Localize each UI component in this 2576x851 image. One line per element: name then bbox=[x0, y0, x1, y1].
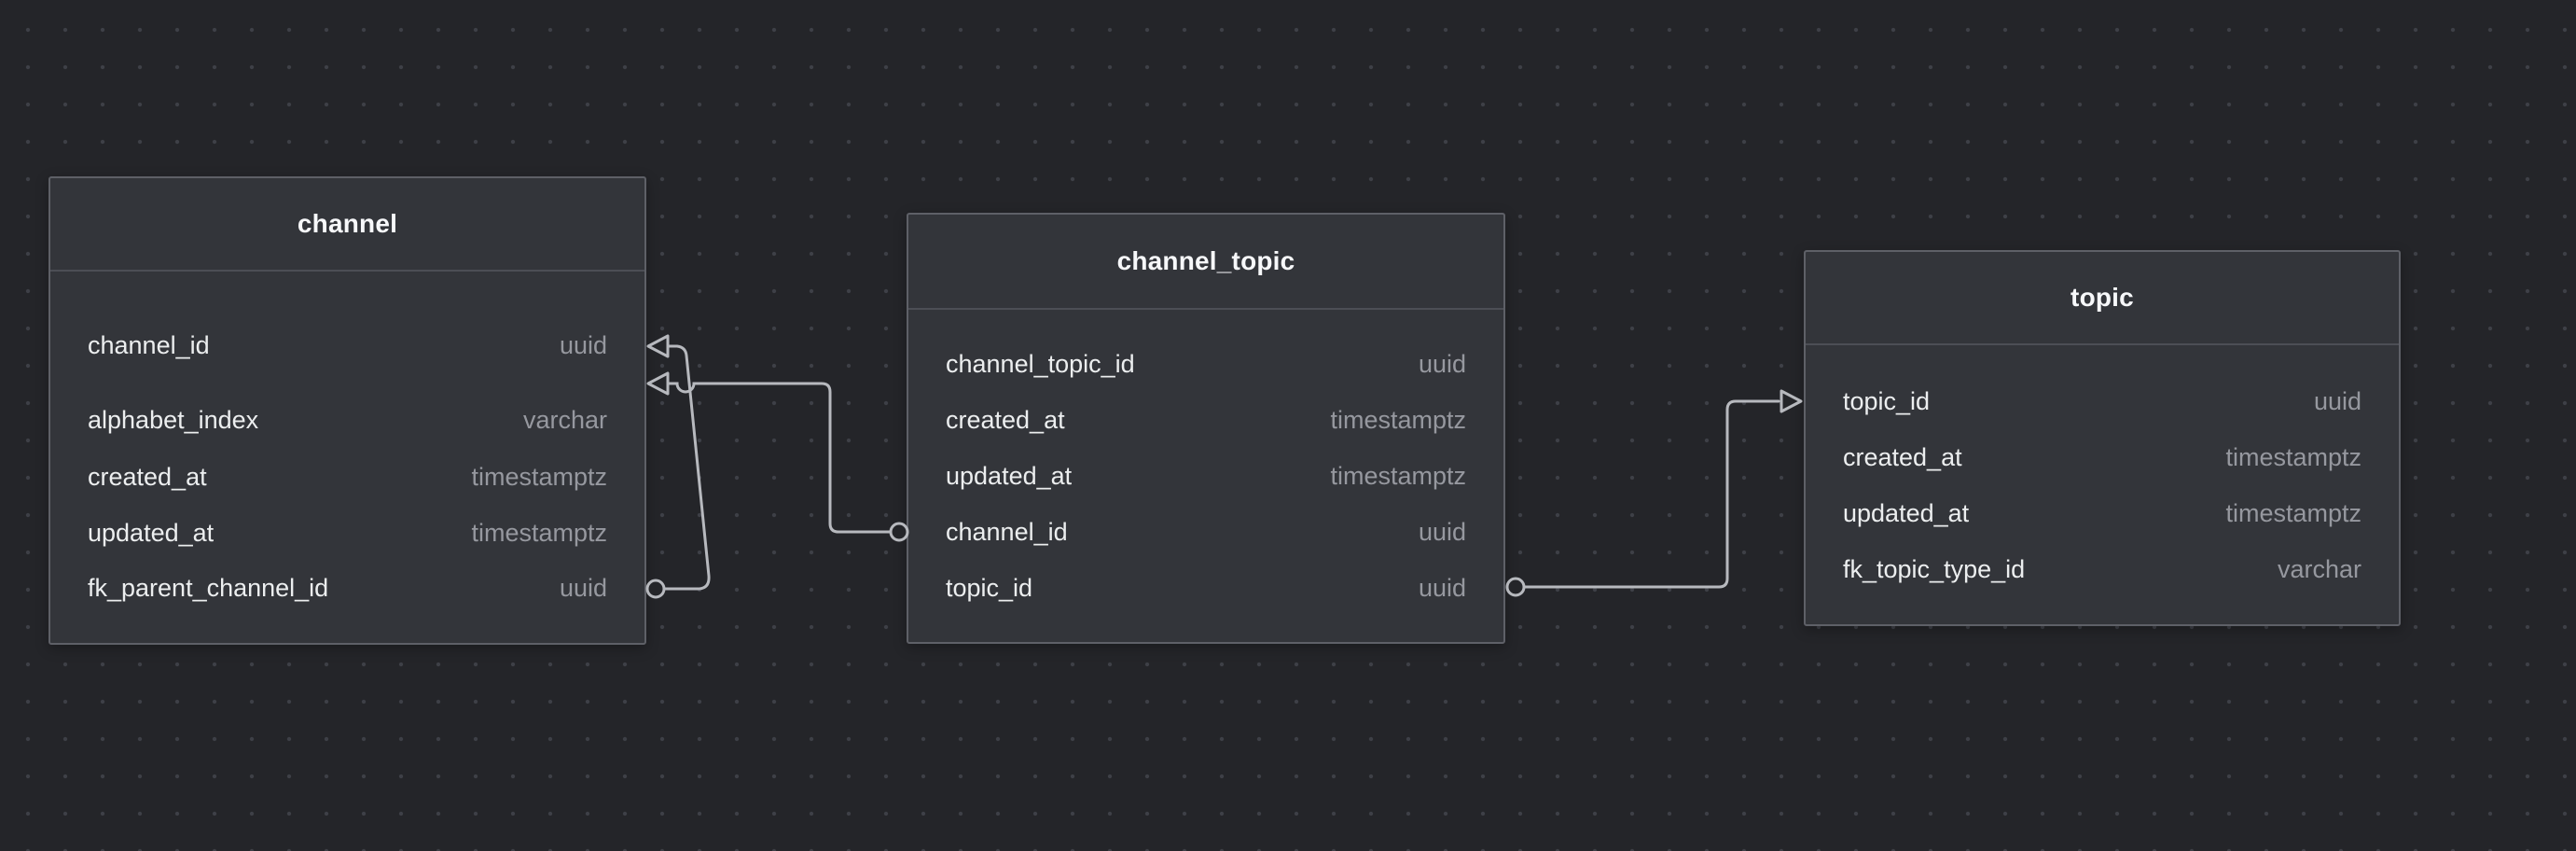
relationship-line[interactable] bbox=[663, 344, 711, 591]
column-name: created_at bbox=[88, 462, 207, 491]
column-name: channel_id bbox=[88, 330, 210, 359]
table-topic[interactable]: topic topic_id uuid created_at timestamp… bbox=[1804, 250, 2401, 626]
column-topic-fk_topic_type_id[interactable]: fk_topic_type_id varchar bbox=[1806, 549, 2399, 590]
column-name: channel_topic_id bbox=[946, 349, 1135, 378]
column-name: created_at bbox=[1843, 442, 1962, 471]
column-topic-updated_at[interactable]: updated_at timestamptz bbox=[1806, 493, 2399, 534]
column-type: timestamptz bbox=[2225, 498, 2361, 527]
table-header[interactable]: channel bbox=[50, 178, 644, 272]
column-channel-channel_id[interactable]: channel_id uuid bbox=[50, 325, 644, 366]
column-type: uuid bbox=[1418, 573, 1466, 602]
column-topic-topic_id[interactable]: topic_id uuid bbox=[1806, 381, 2399, 422]
column-channel_topic-channel_topic_id[interactable]: channel_topic_id uuid bbox=[908, 343, 1503, 384]
column-channel-fk_parent_channel_id[interactable]: fk_parent_channel_id uuid bbox=[50, 567, 644, 608]
column-name: fk_topic_type_id bbox=[1843, 554, 2026, 583]
table-name: topic bbox=[2070, 283, 2134, 312]
table-name: channel_topic bbox=[1116, 246, 1295, 275]
column-type: uuid bbox=[1418, 349, 1466, 378]
column-type: varchar bbox=[2277, 554, 2361, 583]
column-type: timestamptz bbox=[1330, 461, 1466, 490]
table-name: channel bbox=[297, 209, 398, 238]
relationship-channel-fk_parent_channel_id-to-channel-channel_id[interactable] bbox=[645, 334, 711, 599]
fk-side-circle-icon bbox=[889, 522, 909, 542]
relationship-channel_topic-channel_id-to-channel-channel_id[interactable] bbox=[646, 371, 909, 542]
relationship-line[interactable] bbox=[1522, 399, 1780, 589]
referenced-side-arrow-icon bbox=[646, 334, 670, 358]
column-type: timestamptz bbox=[471, 518, 607, 547]
column-name: topic_id bbox=[1843, 386, 1931, 415]
column-type: uuid bbox=[2313, 386, 2361, 415]
fk-side-circle-icon bbox=[1505, 577, 1526, 597]
column-name: updated_at bbox=[1843, 498, 1970, 527]
column-type: timestamptz bbox=[2225, 442, 2361, 471]
column-type: timestamptz bbox=[471, 462, 607, 491]
column-channel-created_at[interactable]: created_at timestamptz bbox=[50, 456, 644, 497]
column-name: created_at bbox=[946, 405, 1065, 434]
column-name: updated_at bbox=[88, 518, 215, 547]
column-name: fk_parent_channel_id bbox=[88, 573, 329, 602]
column-channel_topic-updated_at[interactable]: updated_at timestamptz bbox=[908, 455, 1503, 496]
column-name: alphabet_index bbox=[88, 405, 259, 434]
column-type: timestamptz bbox=[1330, 405, 1466, 434]
table-channel_topic[interactable]: channel_topic channel_topic_id uuid crea… bbox=[907, 213, 1505, 644]
column-name: topic_id bbox=[946, 573, 1033, 602]
column-name: channel_id bbox=[946, 517, 1068, 546]
relationship-line[interactable] bbox=[666, 382, 892, 534]
table-header[interactable]: topic bbox=[1806, 252, 2399, 345]
table-channel[interactable]: channel channel_id uuid alphabet_index v… bbox=[48, 176, 646, 645]
column-channel_topic-topic_id[interactable]: topic_id uuid bbox=[908, 567, 1503, 608]
column-channel-updated_at[interactable]: updated_at timestamptz bbox=[50, 512, 644, 553]
referenced-side-arrow-icon bbox=[646, 371, 670, 396]
relationship-channel_topic-topic_id-to-topic-topic_id[interactable] bbox=[1505, 389, 1803, 597]
column-type: varchar bbox=[522, 405, 607, 434]
column-channel-alphabet_index[interactable]: alphabet_index varchar bbox=[50, 399, 644, 440]
referenced-side-arrow-icon bbox=[1780, 389, 1803, 413]
column-name: updated_at bbox=[946, 461, 1073, 490]
column-type: uuid bbox=[559, 330, 607, 359]
column-channel_topic-created_at[interactable]: created_at timestamptz bbox=[908, 399, 1503, 440]
table-header[interactable]: channel_topic bbox=[908, 215, 1503, 310]
column-channel_topic-channel_id[interactable]: channel_id uuid bbox=[908, 511, 1503, 552]
column-type: uuid bbox=[559, 573, 607, 602]
column-type: uuid bbox=[1418, 517, 1466, 546]
column-topic-created_at[interactable]: created_at timestamptz bbox=[1806, 437, 2399, 478]
fk-side-circle-icon bbox=[645, 579, 666, 599]
